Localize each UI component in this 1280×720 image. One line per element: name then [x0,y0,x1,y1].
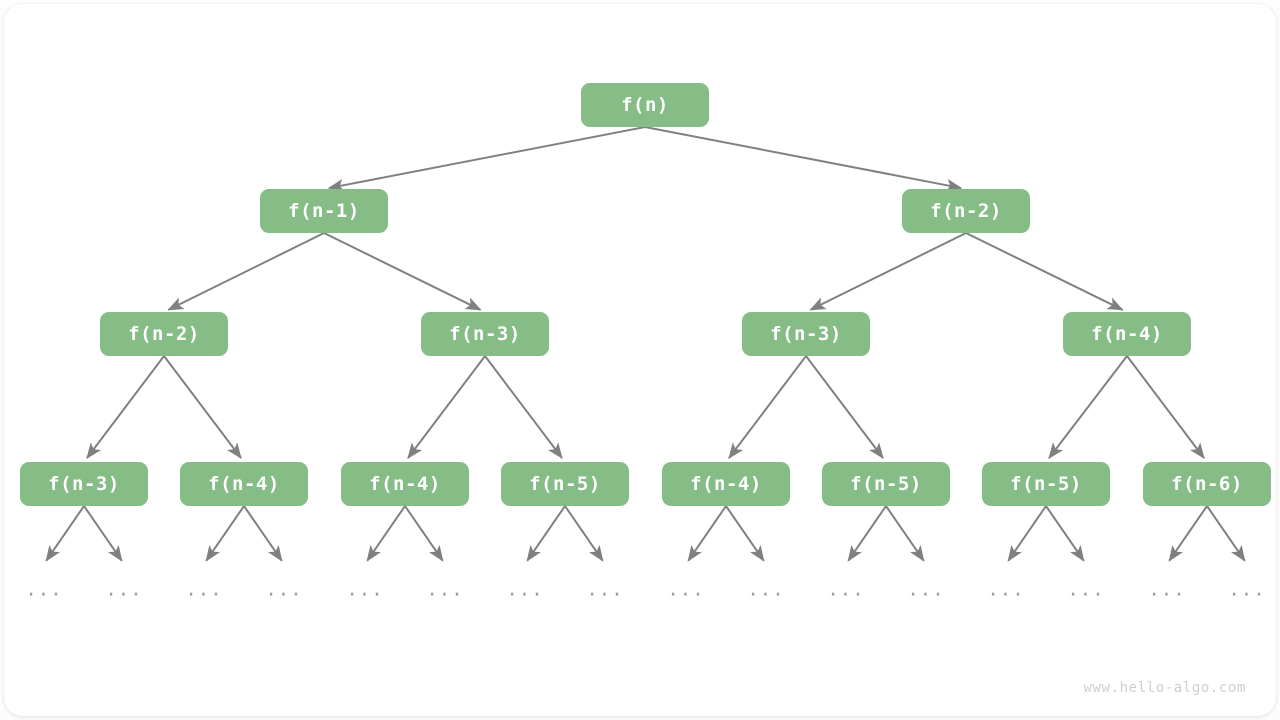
leaf-edge-n9-5 [404,505,444,562]
ellipsis-marker: ... [25,578,63,601]
leaf-edge-n7-0 [45,505,85,562]
ellipsis-marker: ... [265,578,303,601]
ellipsis-marker: ... [1148,578,1186,601]
edge-n3-n7 [86,355,165,459]
edge-paths [86,126,1205,459]
leaf-edge-n10-6 [526,505,566,562]
leaf-edge-n14-15 [1206,505,1246,562]
tree-node-n7[interactable]: f(n-3) [20,462,148,506]
tree-node-n4[interactable]: f(n-3) [421,312,549,356]
tree-node-n13[interactable]: f(n-5) [982,462,1110,506]
ellipsis-marker: ... [827,578,865,601]
edge-n5-n12 [805,355,884,459]
leaf-edge-n12-10 [847,505,887,562]
leaf-edge-n14-14 [1168,505,1208,562]
leaf-edge-n11-9 [725,505,765,562]
leaf-arrow-paths [45,505,1246,562]
edge-n2-n6 [965,232,1124,311]
tree-node-n8[interactable]: f(n-4) [180,462,308,506]
watermark: www.hello-algo.com [1083,680,1246,696]
edge-n4-n9 [407,355,486,459]
edge-n4-n10 [484,355,563,459]
tree-node-n6[interactable]: f(n-4) [1063,312,1191,356]
edge-n5-n11 [728,355,807,459]
ellipsis-marker: ... [586,578,624,601]
tree-node-n9[interactable]: f(n-4) [341,462,469,506]
ellipsis-marker: ... [346,578,384,601]
edge-n3-n8 [163,355,242,459]
leaf-edge-n8-3 [243,505,283,562]
ellipsis-marker: ... [426,578,464,601]
tree-node-n10[interactable]: f(n-5) [501,462,629,506]
ellipsis-marker: ... [667,578,705,601]
edge-n1-n4 [323,232,482,311]
leaf-edge-n13-13 [1045,505,1085,562]
ellipsis-marker: ... [1228,578,1266,601]
tree-node-n11[interactable]: f(n-4) [662,462,790,506]
ellipsis-marker: ... [987,578,1025,601]
leaf-edge-n8-2 [205,505,245,562]
leaf-edge-n12-11 [885,505,925,562]
tree-node-n2[interactable]: f(n-2) [902,189,1030,233]
diagram-card: f(n) f(n-1) f(n-2) f(n-2) f(n-3) f(n-3) f(n-4)… [4,4,1276,716]
leaf-edge-n10-7 [564,505,604,562]
ellipsis-marker: ... [907,578,945,601]
ellipsis-marker: ... [105,578,143,601]
tree-node-n1[interactable]: f(n-1) [260,189,388,233]
edge-n1-n3 [167,232,325,311]
ellipsis-marker: ... [506,578,544,601]
tree-node-n12[interactable]: f(n-5) [822,462,950,506]
tree-node-n5[interactable]: f(n-3) [742,312,870,356]
ellipsis-marker: ... [1067,578,1105,601]
edge-n0-n1 [327,126,646,192]
edge-n6-n13 [1048,355,1128,459]
tree-node-n14[interactable]: f(n-6) [1143,462,1271,506]
edge-n0-n2 [644,126,963,192]
edge-n2-n5 [809,232,967,311]
ellipsis-marker: ... [747,578,785,601]
leaf-edge-n11-8 [687,505,727,562]
leaf-edge-n13-12 [1007,505,1047,562]
ellipsis-marker: ... [185,578,223,601]
leaf-edge-n7-1 [83,505,123,562]
edge-n6-n14 [1126,355,1205,459]
tree-node-n0[interactable]: f(n) [581,83,709,127]
leaf-edge-n9-4 [366,505,406,562]
tree-node-n3[interactable]: f(n-2) [100,312,228,356]
